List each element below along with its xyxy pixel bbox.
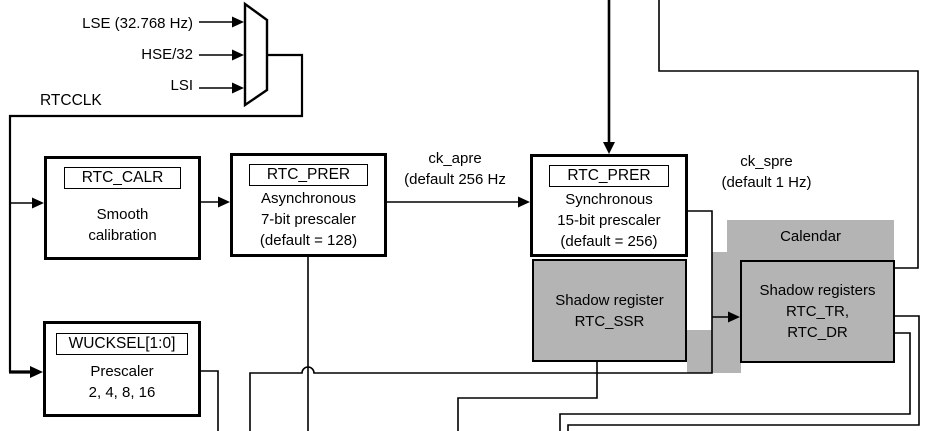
rtc-prer-register-label: RTC_PRER (248, 164, 369, 186)
arrowhead-spre (518, 196, 530, 208)
block-text-line: RTC_DR (787, 324, 848, 341)
ck-spre-name: ck_spre (740, 153, 793, 170)
ck-apre-label: ck_apre (default 256 Hz (375, 148, 535, 190)
block-text-line: Synchronous (565, 191, 653, 208)
shadow-register-ssr-block: Shadow register RTC_SSR (532, 259, 687, 362)
block-text-line: 15-bit prescaler (557, 212, 661, 229)
block-text-line: RTC_SSR (574, 312, 645, 330)
block-text-line: 7-bit prescaler (260, 211, 357, 228)
smooth-calibration-block: RTC_CALR Smooth calibration (44, 156, 201, 260)
smooth-calibration-text: Smooth calibration (88, 204, 156, 246)
block-text-line: Shadow register (555, 291, 664, 309)
arrowhead-apre (218, 196, 230, 208)
wire-ssr-bottom (457, 362, 598, 431)
ck-apre-name: ck_apre (428, 150, 482, 167)
block-text-line: Smooth (96, 206, 149, 223)
block-text-line: Asynchronous (260, 190, 357, 207)
shadow-registers-trdr-block: Shadow registers RTC_TR, RTC_DR (740, 260, 895, 363)
arrowhead-calr (32, 197, 44, 209)
block-text-line: Prescaler (90, 363, 154, 380)
arrowhead-hse (232, 49, 244, 61)
hse-input-label: HSE/32 (141, 46, 193, 63)
ck-spre-default: (default 1 Hz) (721, 174, 812, 191)
rtcclk-label: RTCCLK (40, 92, 102, 109)
ssr-text: Shadow register RTC_SSR (555, 290, 663, 332)
sync-prescaler-block: RTC_PRER Synchronous 15-bit prescaler (d… (530, 154, 688, 257)
clock-mux-shape (243, 1, 269, 108)
block-text-line: RTC_TR, (785, 303, 850, 320)
lsi-input-label: LSI (170, 77, 193, 94)
arrowhead-lsi (232, 82, 244, 94)
ck-apre-default: (default 256 Hz (404, 171, 506, 188)
wucksel-register-label: WUCKSEL[1:0] (55, 333, 189, 355)
rtc-calr-register-label: RTC_CALR (63, 167, 182, 189)
wire-wucksel-out (201, 370, 219, 431)
sync-prescaler-text: Synchronous 15-bit prescaler (default = … (557, 189, 660, 252)
arrowhead-wucksel (30, 366, 43, 378)
block-text-line: 2, 4, 8, 16 (88, 384, 156, 401)
rtc-prer-register-label: RTC_PRER (549, 165, 669, 187)
lse-input-label: LSE (32.768 Hz) (82, 15, 193, 32)
trdr-text: Shadow registers RTC_TR, RTC_DR (760, 280, 876, 343)
arrowhead-spre-top (603, 142, 615, 154)
async-prescaler-block: RTC_PRER Asynchronous 7-bit prescaler (d… (230, 153, 387, 257)
ck-spre-label: ck_spre (default 1 Hz) (689, 151, 844, 193)
arrowhead-lse (232, 16, 244, 28)
gray-bridge-lower (687, 330, 741, 373)
block-text-line: Shadow registers (759, 282, 876, 299)
wakeup-prescaler-block: WUCKSEL[1:0] Prescaler 2, 4, 8, 16 (43, 321, 201, 417)
wakeup-prescaler-text: Prescaler 2, 4, 8, 16 (89, 361, 156, 403)
block-text-line: (default = 128) (259, 232, 358, 249)
async-prescaler-text: Asynchronous 7-bit prescaler (default = … (260, 188, 357, 251)
block-text-line: (default = 256) (560, 233, 658, 250)
calendar-label: Calendar (780, 228, 841, 245)
block-text-line: calibration (88, 227, 157, 244)
